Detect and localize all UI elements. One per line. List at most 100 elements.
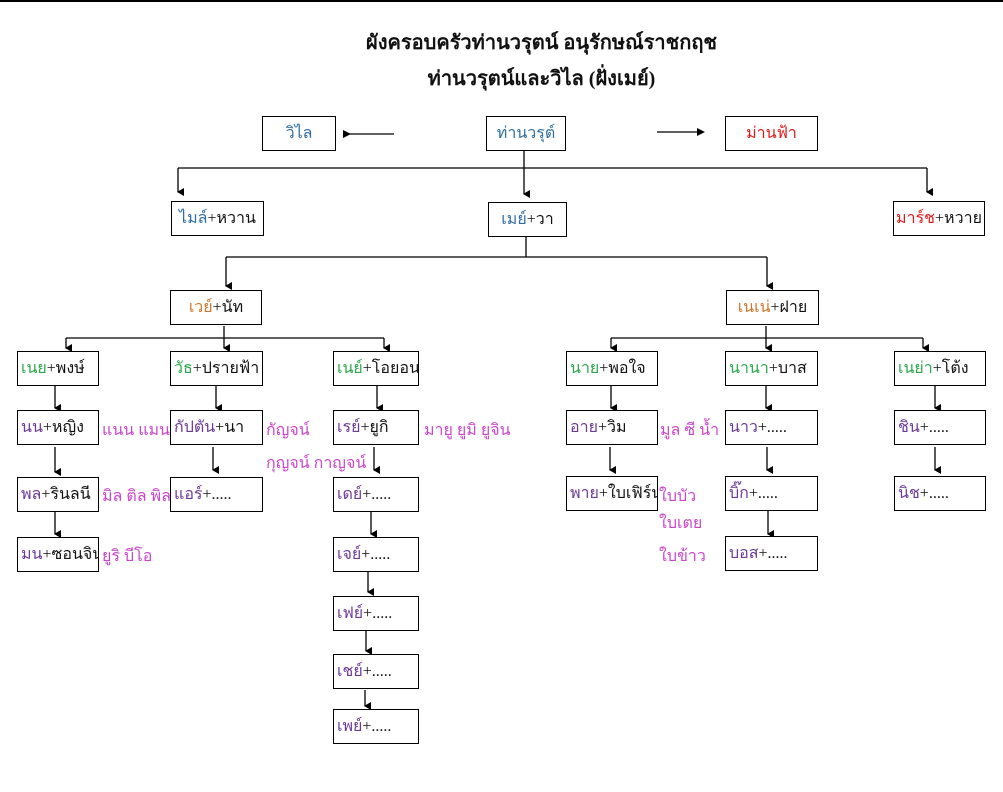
node-non-name: นน	[21, 419, 43, 436]
note-pai-children-1: ใบบัว	[659, 488, 697, 505]
node-manfa-name: ม่านฟ้า	[746, 125, 797, 142]
node-ray-name: เรย์	[337, 419, 361, 436]
node-mon-name: มน	[21, 546, 43, 563]
node-neya-spouse: +โต้ง	[932, 360, 969, 377]
node-pay-name: เพย์	[337, 718, 363, 735]
note-pai-children-2: ใบเตย	[659, 515, 703, 532]
node-wat[interactable]: วัธ+ปรายฟ้า	[170, 351, 263, 386]
top-border-line	[0, 0, 1003, 2]
node-fay[interactable]: เฟย์+.....	[333, 596, 419, 631]
node-fay-spouse: +.....	[363, 604, 393, 622]
node-bik-name: บิ๊ก	[729, 485, 749, 502]
node-ney[interactable]: เนย์+โอยอน	[333, 351, 419, 386]
node-nao-spouse: +.....	[757, 418, 787, 436]
node-chay-spouse: +.....	[362, 662, 392, 680]
node-boss-name: บอส	[729, 545, 759, 562]
note-captain-children-1: กัญจน์	[266, 422, 310, 439]
node-boss[interactable]: บอส+.....	[725, 536, 818, 571]
node-nao-name: นาว	[729, 419, 758, 436]
node-air-name: แอร์	[174, 486, 203, 503]
chart-title: ผังครอบครัวท่านวรุตน์ อนุรักษณ์ราชกฤช	[366, 32, 717, 54]
node-ray[interactable]: เรย์+ยูกิ	[333, 410, 419, 445]
node-march-spouse: +หวาย	[935, 210, 982, 227]
node-captain-name: กัปตัน	[174, 419, 216, 436]
node-day-spouse: +.....	[362, 485, 392, 503]
node-mon-spouse: +ซอนจิน	[42, 546, 99, 563]
node-nich-spouse: +.....	[919, 484, 949, 502]
node-nana[interactable]: นานา+บาส	[725, 351, 818, 386]
node-nich-name: นิช	[898, 485, 920, 502]
node-march-name: มาร์ช	[896, 210, 936, 227]
node-manfa[interactable]: ม่านฟ้า	[725, 116, 818, 151]
node-warut[interactable]: ท่านวรุต์	[486, 116, 566, 151]
node-captain[interactable]: กัปตัน+นา	[170, 410, 263, 445]
node-chin-spouse: +.....	[919, 418, 949, 436]
node-bik-spouse: +.....	[748, 484, 778, 502]
node-nene-spouse: +ฝาย	[770, 299, 808, 316]
node-chay-name: เชย์	[337, 663, 363, 680]
node-ai[interactable]: อาย+วิม	[566, 410, 658, 445]
node-wat-spouse: +ปรายฟ้า	[192, 360, 260, 377]
node-pon[interactable]: พล+รินลนี	[17, 477, 99, 512]
node-day[interactable]: เดย์+.....	[333, 477, 419, 512]
node-may[interactable]: เมย์+วา	[488, 202, 567, 237]
node-ray-spouse: +ยูกิ	[360, 419, 389, 436]
node-ney-name: เนย์	[337, 360, 363, 377]
note-mon-children: ยูริ บีโอ	[102, 548, 153, 565]
node-chay[interactable]: เชย์+.....	[333, 654, 419, 689]
node-nai-spouse: +พอใจ	[599, 360, 646, 377]
node-way-name: เวย์	[188, 299, 213, 316]
node-non-spouse: +หญิง	[42, 419, 84, 436]
node-may-name: เมย์	[501, 211, 527, 228]
node-warut-name: ท่านวรุต์	[496, 125, 556, 142]
node-nai-name: นาย	[570, 360, 600, 377]
node-neya-name: เนย่า	[898, 360, 933, 377]
node-boss-spouse: +.....	[758, 544, 788, 562]
node-nich[interactable]: นิช+.....	[894, 476, 986, 511]
node-non[interactable]: นน+หญิง	[17, 410, 99, 445]
node-pai[interactable]: พาย+ใบเฟิร์น	[566, 476, 658, 511]
chart-subtitle: ท่านวรุตน์และวิไล (ฝั่งเมย์)	[427, 68, 656, 90]
node-chin-name: ชิน	[898, 419, 920, 436]
node-pon-name: พล	[21, 486, 42, 503]
note-pai-children-3: ใบข้าว	[659, 548, 706, 565]
node-mile[interactable]: ไมล์+หวาน	[171, 201, 264, 236]
node-mile-name: ไมล์	[179, 210, 208, 227]
note-captain-children-2: กุญจน์ กาญจน์	[266, 455, 367, 472]
node-pon-spouse: +รินลนี	[41, 486, 91, 503]
node-jay-spouse: +.....	[361, 545, 391, 563]
node-air[interactable]: แอร์+.....	[170, 477, 263, 512]
node-neya[interactable]: เนย่า+โต้ง	[894, 351, 986, 386]
node-nao[interactable]: นาว+.....	[725, 410, 818, 445]
node-mon[interactable]: มน+ซอนจิน	[17, 537, 99, 572]
node-may-spouse: +วา	[526, 211, 554, 228]
node-bik[interactable]: บิ๊ก+.....	[725, 476, 818, 511]
node-nai[interactable]: นาย+พอใจ	[566, 351, 658, 386]
node-noey-spouse: +พงษ์	[46, 360, 85, 377]
node-wilai-name: วิไล	[285, 125, 313, 142]
node-wat-name: วัธ	[174, 360, 193, 377]
node-march[interactable]: มาร์ช+หวาย	[893, 201, 985, 236]
node-way-spouse: +นัท	[212, 299, 244, 316]
node-fay-name: เฟย์	[337, 605, 364, 622]
node-wilai[interactable]: วิไล	[262, 116, 336, 151]
node-jay[interactable]: เจย์+.....	[333, 537, 419, 572]
note-pon-children: มิล ติล พิล	[102, 488, 171, 505]
note-non-children: แนน แมน	[102, 422, 170, 439]
node-jay-name: เจย์	[337, 546, 362, 563]
node-pay[interactable]: เพย์+.....	[333, 709, 419, 744]
node-nana-name: นานา	[729, 360, 769, 377]
node-nene-name: เนเน่	[737, 299, 771, 316]
note-ai-children: มูล ซี น้ำ	[660, 422, 720, 439]
node-ney-spouse: +โอยอน	[362, 360, 419, 377]
node-pai-spouse: +ใบเฟิร์น	[598, 485, 658, 502]
node-ai-spouse: +วิม	[597, 419, 627, 436]
node-noey-name: เนย	[21, 360, 47, 377]
node-mile-spouse: +หวาน	[207, 210, 256, 227]
node-chin[interactable]: ชิน+.....	[894, 410, 986, 445]
node-nene[interactable]: เนเน่+ฝาย	[726, 290, 819, 325]
node-noey[interactable]: เนย+พงษ์	[17, 351, 99, 386]
node-way[interactable]: เวย์+นัท	[170, 290, 262, 325]
node-nana-spouse: +บาส	[768, 360, 807, 377]
